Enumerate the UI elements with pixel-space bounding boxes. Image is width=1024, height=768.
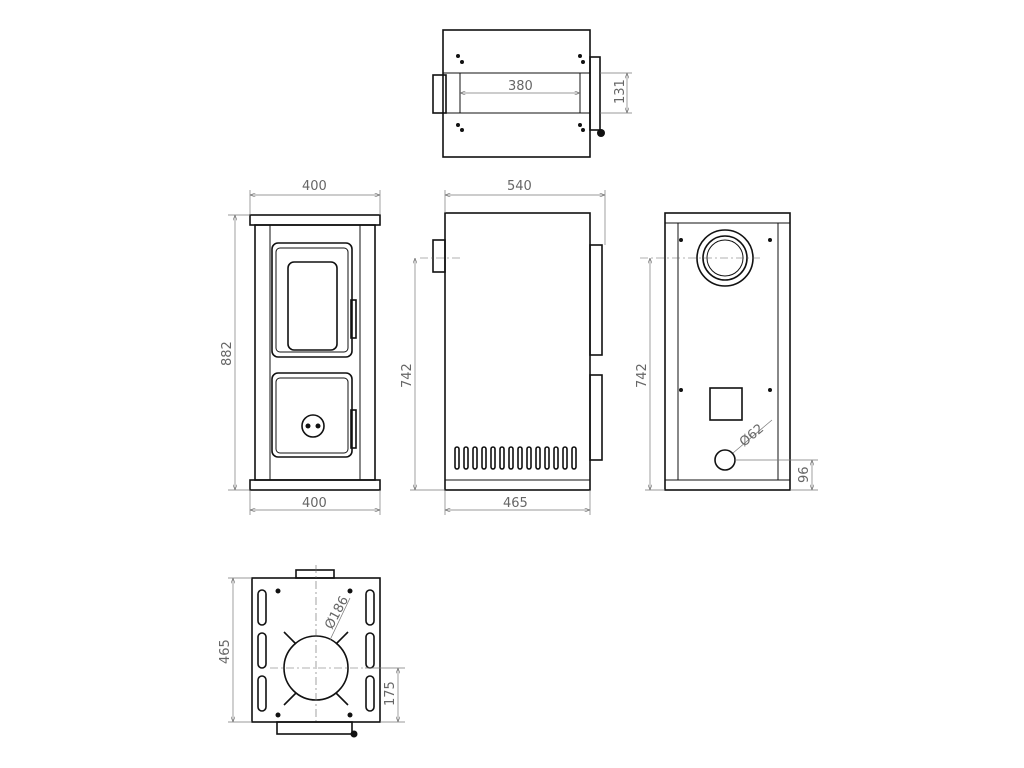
dim-465-bottom: 465 — [218, 639, 233, 664]
dim-882: 882 — [220, 341, 235, 366]
back-view: 742 Ø62 96 — [635, 212, 818, 491]
dim-175: 175 — [383, 681, 398, 706]
dim-diameter-186: Ø186 — [322, 594, 352, 632]
front-view: 400 400 882 — [220, 179, 381, 515]
dim-742-back: 742 — [635, 363, 650, 388]
dim-131: 131 — [613, 79, 628, 104]
dim-400-bottom: 400 — [302, 496, 327, 511]
dim-96: 96 — [797, 466, 812, 483]
top-view: 380 131 — [432, 29, 632, 158]
bottom-view: Ø186 465 175 — [218, 565, 405, 738]
dim-742-side: 742 — [400, 363, 415, 388]
dim-465-side: 465 — [503, 496, 528, 511]
dim-540: 540 — [507, 179, 532, 194]
vent-slots — [454, 446, 577, 470]
dim-400-top: 400 — [302, 179, 327, 194]
dim-380: 380 — [508, 79, 533, 94]
side-view: 540 465 742 — [400, 179, 606, 515]
